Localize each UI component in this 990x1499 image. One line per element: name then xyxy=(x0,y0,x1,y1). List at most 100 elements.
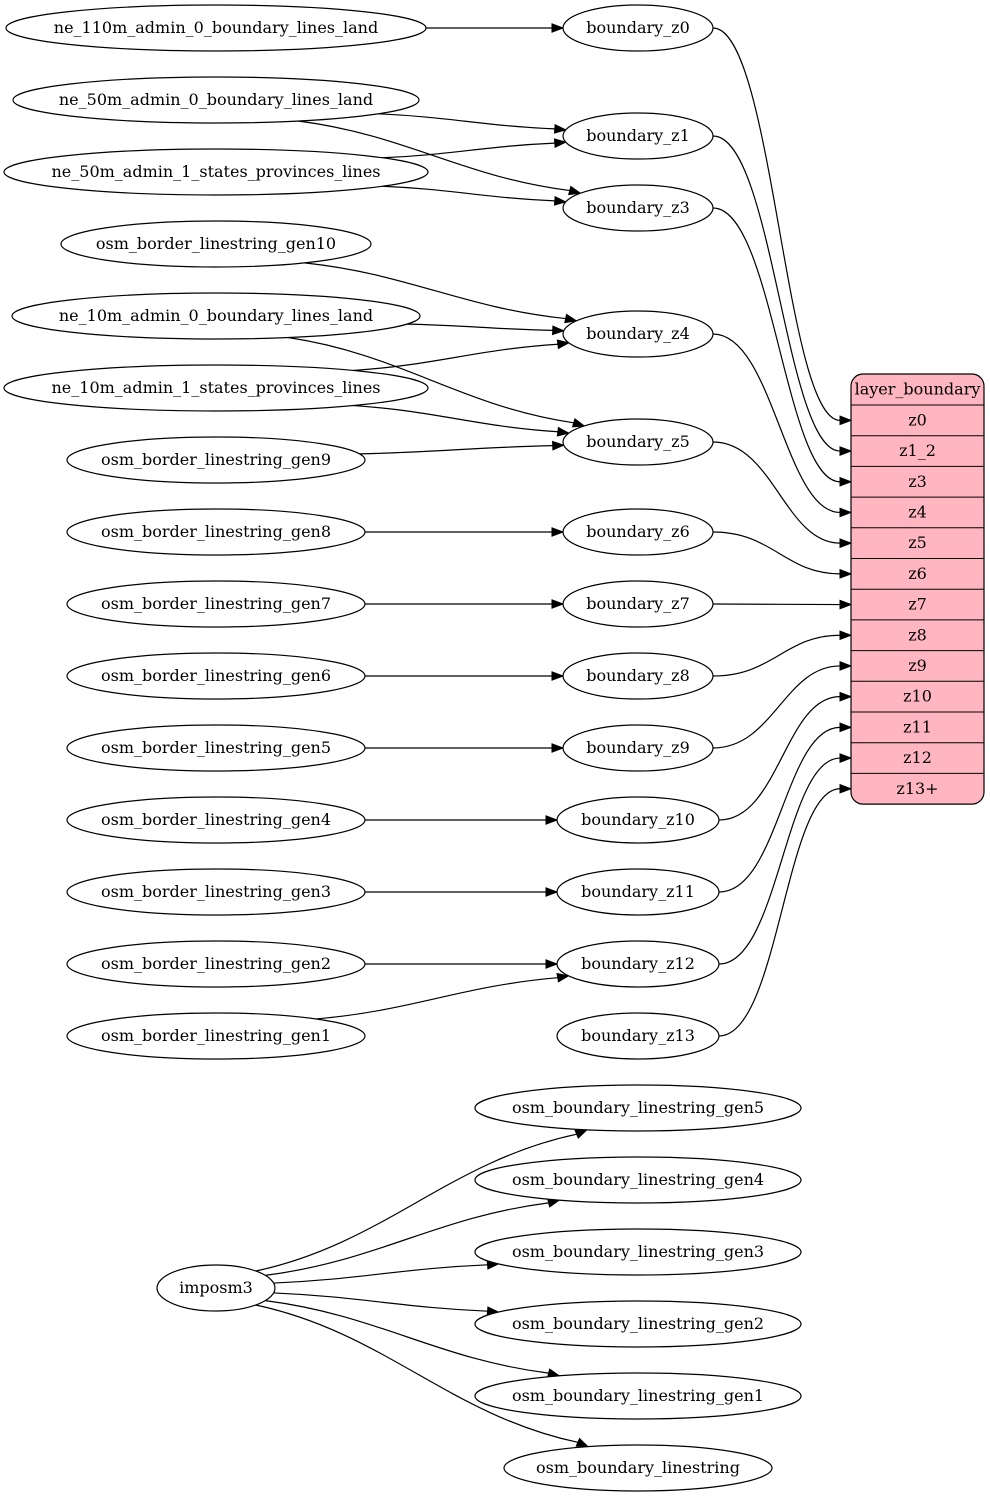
node-label: ne_10m_admin_0_boundary_lines_land xyxy=(59,306,373,325)
node-osm-boundary-linestring-gen5: osm_boundary_linestring_gen5 xyxy=(474,1084,802,1132)
edges-layer xyxy=(255,23,853,1448)
node-osm-border-linestring-gen2: osm_border_linestring_gen2 xyxy=(66,940,366,988)
edge-arrowhead xyxy=(839,446,853,456)
edge-line xyxy=(255,1133,577,1272)
node-label: osm_border_linestring_gen5 xyxy=(101,738,331,757)
edge-arrowhead xyxy=(839,753,853,763)
edge-boundary-z13-to-layer-boundary-z13 xyxy=(718,783,853,1037)
edge-line xyxy=(712,603,841,606)
edge-arrowhead xyxy=(839,722,853,733)
edge-line xyxy=(255,1304,578,1443)
edge-arrowhead xyxy=(553,195,568,206)
edge-arrowhead xyxy=(545,887,559,897)
edge-imposm3-to-osm-boundary-linestring-gen3 xyxy=(273,1259,500,1284)
node-osm-boundary-linestring-gen3: osm_boundary_linestring_gen3 xyxy=(474,1228,802,1276)
node-label: boundary_z0 xyxy=(586,18,690,37)
edge-ne-10m-admin-0-boundary-lines-land-to-boundary-z4 xyxy=(406,323,566,336)
layer-field-z0: z0 xyxy=(908,410,927,429)
node-label: osm_border_linestring_gen7 xyxy=(101,594,331,613)
edge-ne-50m-admin-1-states-provinces-lines-to-boundary-z3 xyxy=(382,185,568,206)
node-boundary-z12: boundary_z12 xyxy=(556,940,720,988)
edge-imposm3-to-osm-boundary-linestring-gen2 xyxy=(273,1292,500,1317)
node-label: osm_border_linestring_gen8 xyxy=(101,522,331,541)
node-label: ne_50m_admin_1_states_provinces_lines xyxy=(52,162,381,181)
edge-ne-110m-admin-0-boundary-lines-land-to-boundary-z0 xyxy=(426,23,565,33)
edge-line xyxy=(353,343,558,372)
edge-arrowhead xyxy=(551,599,565,609)
layer-field-z3: z3 xyxy=(908,472,927,491)
node-label: imposm3 xyxy=(179,1278,253,1297)
node-ne-50m-admin-1-states-provinces-lines: ne_50m_admin_1_states_provinces_lines xyxy=(3,148,429,196)
node-label: osm_boundary_linestring_gen3 xyxy=(512,1242,764,1261)
edge-line xyxy=(315,977,558,1020)
edge-arrowhead xyxy=(839,507,853,518)
layer-field-z8: z8 xyxy=(908,625,927,644)
edge-arrowhead xyxy=(564,313,578,324)
edge-arrowhead xyxy=(571,417,586,428)
edge-line xyxy=(712,531,841,575)
node-boundary-z13: boundary_z13 xyxy=(556,1012,720,1060)
edge-osm-border-linestring-gen10-to-boundary-z4 xyxy=(304,262,578,324)
edge-osm-border-linestring-gen6-to-boundary-z8 xyxy=(364,671,565,681)
node-boundary-z10: boundary_z10 xyxy=(556,796,720,844)
node-label: boundary_z13 xyxy=(581,1026,695,1045)
node-shape xyxy=(562,184,714,232)
layer-field-z9: z9 xyxy=(908,656,927,675)
edge-line xyxy=(712,207,841,483)
edge-line xyxy=(718,726,841,893)
edge-line xyxy=(712,333,841,514)
node-label: boundary_z8 xyxy=(586,666,690,685)
node-osm-border-linestring-gen4: osm_border_linestring_gen4 xyxy=(66,796,366,844)
node-label: osm_boundary_linestring_gen2 xyxy=(512,1314,764,1333)
node-shape xyxy=(474,1372,802,1420)
edge-osm-border-linestring-gen7-to-boundary-z7 xyxy=(365,599,565,609)
edge-boundary-z8-to-layer-boundary-z8 xyxy=(712,630,853,677)
edge-line xyxy=(406,323,553,331)
node-shape xyxy=(5,4,427,52)
node-label: boundary_z9 xyxy=(586,738,690,757)
node-shape xyxy=(66,508,366,556)
node-label: boundary_z1 xyxy=(586,126,690,145)
node-shape xyxy=(66,724,366,772)
edge-line xyxy=(712,634,841,677)
node-boundary-z7: boundary_z7 xyxy=(562,580,714,628)
edge-line xyxy=(712,135,841,452)
edge-line xyxy=(287,336,574,424)
node-label: osm_border_linestring_gen1 xyxy=(101,1026,331,1045)
nodes-layer: ne_110m_admin_0_boundary_lines_landne_50… xyxy=(3,4,802,1492)
edge-boundary-z0-to-layer-boundary-z0 xyxy=(712,27,853,426)
edge-line xyxy=(712,665,841,749)
layer-field-z7: z7 xyxy=(908,595,927,614)
edge-boundary-z6-to-layer-boundary-z6 xyxy=(712,531,853,579)
node-shape xyxy=(156,1264,276,1312)
node-shape xyxy=(474,1300,802,1348)
node-ne-10m-admin-1-states-provinces-lines: ne_10m_admin_1_states_provinces_lines xyxy=(3,364,429,412)
node-shape xyxy=(556,868,720,916)
edge-arrowhead xyxy=(556,426,571,437)
node-ne-50m-admin-0-boundary-lines-land: ne_50m_admin_0_boundary_lines_land xyxy=(12,76,420,124)
edge-arrowhead xyxy=(556,972,570,983)
edge-arrowhead xyxy=(551,743,565,753)
edge-arrowhead xyxy=(839,630,853,641)
node-osm-border-linestring-gen3: osm_border_linestring_gen3 xyxy=(66,868,366,916)
edge-arrowhead xyxy=(575,1437,590,1448)
edge-arrowhead xyxy=(552,325,566,336)
edge-line xyxy=(304,262,566,320)
node-shape xyxy=(562,310,714,358)
layer-field-z13: z13+ xyxy=(896,779,938,798)
layer-field-z4: z4 xyxy=(908,502,927,521)
edge-arrowhead xyxy=(839,783,853,794)
node-osm-border-linestring-gen6: osm_border_linestring_gen6 xyxy=(66,652,366,700)
node-label: osm_border_linestring_gen9 xyxy=(101,450,331,469)
edge-arrowhead xyxy=(839,691,853,702)
edge-ne-10m-admin-1-states-provinces-lines-to-boundary-z5 xyxy=(353,404,571,437)
node-label: osm_boundary_linestring_gen5 xyxy=(512,1098,764,1117)
layer-field-z11: z11 xyxy=(903,717,932,736)
edge-ne-10m-admin-1-states-provinces-lines-to-boundary-z4 xyxy=(353,339,571,372)
node-shape xyxy=(556,940,720,988)
edge-line xyxy=(718,757,841,965)
layer-field-z6: z6 xyxy=(908,564,927,583)
node-boundary-z3: boundary_z3 xyxy=(562,184,714,232)
edge-osm-border-linestring-gen1-to-boundary-z12 xyxy=(315,972,570,1020)
edge-line xyxy=(718,788,841,1037)
